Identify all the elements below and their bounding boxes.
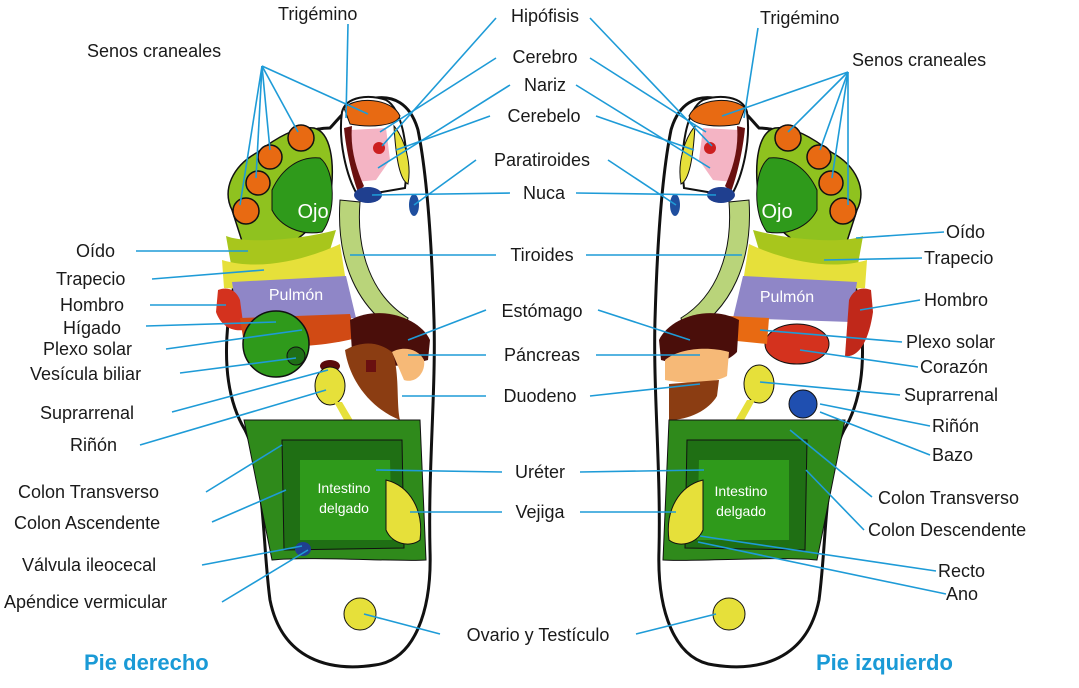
label-nuca: Nuca [522,183,566,203]
label-oido-left: Oído [946,222,986,242]
label-pancreas: Páncreas [503,345,581,365]
label-vesicula-biliar: Vesícula biliar [30,364,142,384]
title-pie-derecho: Pie derecho [84,650,209,675]
label-colon-ascendente: Colon Ascendente [14,513,161,533]
label-apendice-vermicular: Apéndice vermicular [4,592,168,612]
label-paratiroides: Paratiroides [493,150,591,170]
label-senos-craneales-left: Senos craneales [852,50,987,70]
label-vejiga: Vejiga [515,502,565,522]
label-tiroides: Tiroides [510,245,574,265]
ojo-label-right: Ojo [297,201,328,223]
label-senos-craneales-right: Senos craneales [87,41,222,61]
label-nariz: Nariz [523,75,567,95]
label-trigemino-right: Trigémino [278,4,358,24]
left-foot [653,95,873,669]
label-rinon-right: Riñón [70,435,118,455]
label-plexo-solar-left: Plexo solar [906,332,996,352]
label-corazon: Corazón [920,357,989,377]
label-bazo: Bazo [932,445,974,465]
label-hombro-right: Hombro [60,295,125,315]
intestino-label-right-1: Intestino [318,480,371,496]
label-cerebelo: Cerebelo [507,106,581,126]
label-estomago: Estómago [501,301,583,321]
ojo-label-left: Ojo [761,201,792,223]
pulmon-label-right: Pulmón [269,287,323,304]
label-suprarrenal-right: Suprarrenal [40,403,135,423]
label-trapecio-right: Trapecio [56,269,126,289]
intestino-label-left-1: Intestino [715,483,768,499]
title-pie-izquierdo: Pie izquierdo [816,650,953,675]
label-valvula-ileocecal: Válvula ileocecal [22,555,157,575]
label-colon-transverso-right: Colon Transverso [18,482,160,502]
label-rinon-left: Riñón [932,416,980,436]
leader-lines [136,17,947,635]
label-colon-transverso-left: Colon Transverso [878,488,1020,508]
intestino-label-left-2: delgado [716,503,766,519]
label-hombro-left: Hombro [924,290,989,310]
label-hipofisis: Hipófisis [510,6,580,26]
label-ovario-testiculo: Ovario y Testículo [466,625,610,645]
label-higado: Hígado [63,318,122,338]
label-ano: Ano [946,584,979,604]
right-foot [216,95,436,669]
label-trapecio-left: Trapecio [924,248,994,268]
label-trigemino-left: Trigémino [760,8,840,28]
label-cerebro: Cerebro [512,47,578,67]
pulmon-label-left: Pulmón [760,289,814,306]
label-ureter: Uréter [514,462,566,482]
label-colon-descendente: Colon Descendente [868,520,1027,540]
label-duodeno: Duodeno [503,386,577,406]
label-recto: Recto [938,561,986,581]
label-oido-right: Oído [76,241,116,261]
intestino-label-right-2: delgado [319,500,369,516]
label-suprarrenal-left: Suprarrenal [904,385,999,405]
label-plexo-solar-right: Plexo solar [43,339,133,359]
